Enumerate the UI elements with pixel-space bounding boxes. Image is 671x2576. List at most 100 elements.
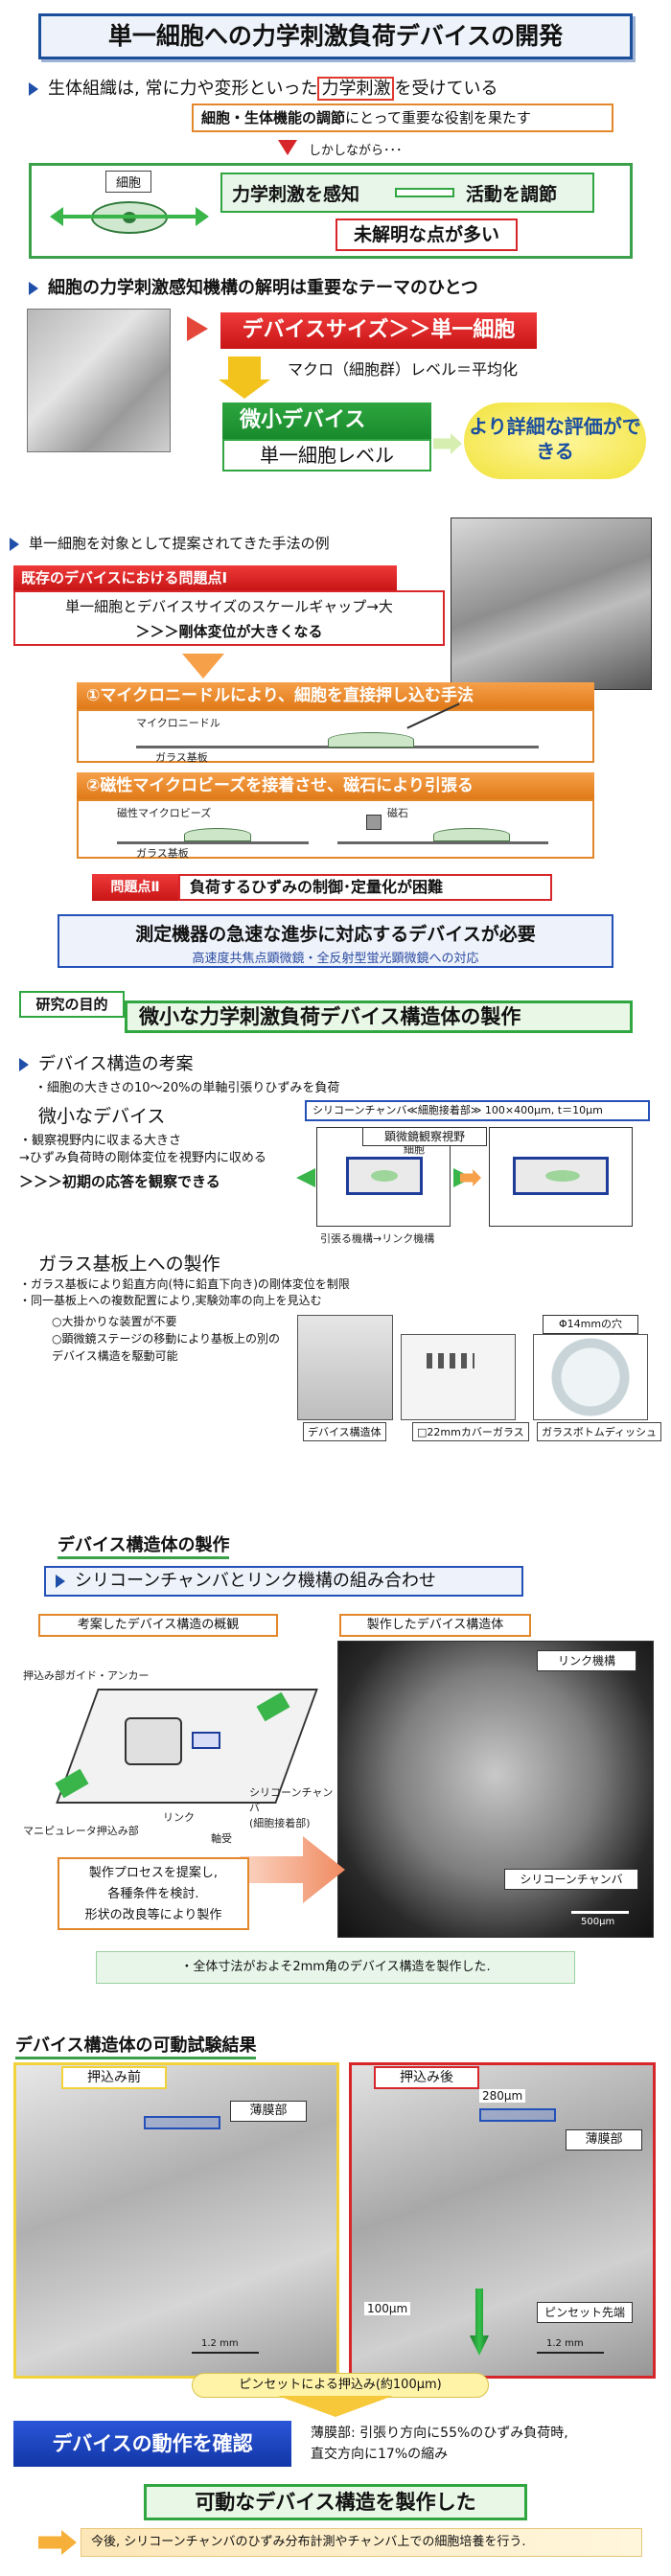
micro-points: ・観察視野内に収まる大きさ →ひずみ負荷時の剛体変位を視野内に収める ＞＞＞初期… [19,1134,266,1190]
arrow-right-icon [38,2530,77,2555]
need-box: 測定機器の急速な進歩に対応するデバイスが必要 高速度共焦点顕微鏡・全反射型蛍光顕… [58,914,613,968]
page-title: 単一細胞への力学刺激負荷デバイスの開発 [38,13,633,59]
cell-icon [433,828,510,841]
bullet-icon [10,537,19,551]
arrow-right-icon [433,433,462,454]
fab-summary: ・全体寸法がおよそ2mm角のデバイス構造を製作した. [96,1951,575,1984]
scale-label: 500μm [581,1917,615,1927]
detailed-eval-badge: より詳細な評価ができる [464,402,646,479]
sem-image [337,1641,654,1938]
magnet-icon [366,815,382,830]
glass-merits: ○大掛かりな装置が不要 ○顕微鏡ステージの移動により基板上の別のデバイス構造を駆… [52,1315,280,1363]
test-head: デバイス構造体の可動試験結果 [15,2032,257,2059]
arrow-left-icon [50,207,63,226]
membrane-icon [479,2108,556,2122]
bullet-icon [29,282,38,295]
chamber-caption: シリコーンチャンバ≪細胞接着部≫ 100×400μm, t＝10μm [305,1100,650,1121]
tweezer-label: ピンセット先端 [537,2302,633,2323]
down-arrow-icon [228,356,261,381]
method2-diagram: 磁性マイクロビーズ ガラス基板 磁石 [77,799,594,860]
arrow-left-icon [296,1168,315,1187]
combo-box: シリコーンチャンバとリンク機構の組み合わせ [44,1566,523,1597]
strain-arrow-icon [58,215,201,218]
cell-icon [184,828,251,841]
micro-device-banner: 微小デバイス [222,402,431,439]
bullet-icon [56,1575,65,1588]
apparatus-photo [451,518,652,690]
purpose-tag: 研究の目的 [19,991,125,1018]
intro-bullet: 生体組織は, 常に力や変形といった力学刺激を受けている [29,75,642,101]
regulate-text: 活動を調節 [466,184,558,205]
membrane-icon [144,2116,220,2129]
cover-glass-image [401,1334,516,1420]
link-label: 引張る機構→リンク機構 [320,1232,435,1245]
bullet-icon [19,1058,29,1071]
cell-icon [371,1170,398,1182]
confirm-banner: デバイスの動作を確認 [13,2421,291,2467]
scale2-label: 1.2 mm [546,2338,584,2349]
glass-substrate-icon [337,841,548,844]
after-label: 押込み後 [374,2066,479,2089]
device-size-banner: デバイスサイズ＞＞単一細胞 [220,312,537,349]
fab-head: デバイス構造体の製作 [58,1531,230,1559]
concept-diagram: 押込み部ガイド・アンカー マニピュレータ押込み部 リンク 軸受 シリコーンチャン… [19,1641,336,1852]
single-level-box: 単一細胞レベル [222,439,431,472]
method2-banner: ②磁性マイクロビーズを接着させ、磁石により引張る [77,772,594,799]
method1-diagram: マイクロニードル ガラス基板 [77,702,594,764]
problem2-box: 負荷するひずみの制御･定量化が困難 [178,874,552,901]
hole-label: Φ14mmの穴 [543,1315,638,1334]
scale-bar [537,2352,604,2354]
future-note: 今後, シリコーンチャンバのひずみ分布計測やチャンバ上での細胞培養を行う. [81,2528,642,2557]
problem1-banner: 既存のデバイスにおける問題点Ⅰ [13,565,397,590]
glass-points: ・ガラス基板により鉛直方向(特に鉛直下向き)の剛体変位を制限 ・同一基板上への複… [19,1277,350,1307]
cell-culture-photo [27,309,171,452]
method1-banner: ①マイクロニードルにより、細胞を直接押し込む手法 [77,682,594,709]
d280-label: 280μm [479,2089,526,2103]
micro-head: 微小なデバイス [38,1106,166,1127]
cell-label: 細胞 [105,171,152,193]
membrane1-label: 薄膜部 [230,2101,307,2122]
down-arrow-icon [278,140,297,155]
methods-bullet: 単一細胞を対象として提案されてきた手法の例 [10,533,330,553]
glass-head: ガラス基板上への製作 [38,1254,220,1275]
design-sub: ・細胞の大きさの10～20%の単軸引張りひずみを負荷 [35,1081,340,1095]
arrow-right-icon [196,207,209,226]
link-mech-label: リンク機構 [537,1650,636,1671]
view-diagram-right [489,1127,633,1227]
process-box: 製作プロセスを提案し, 各種条件を検討. 形状の改良等により製作 [58,1857,249,1930]
purpose-title: 微小な力学刺激負荷デバイス構造体の製作 [125,1000,633,1033]
left-caption: 考案したデバイス構造の概観 [38,1614,278,1637]
scale-bar [192,2352,259,2354]
after-image [349,2062,656,2379]
view-label: 顕微鏡観察視野 [362,1127,487,1146]
down-arrow-head-icon [219,380,270,399]
bullet-icon [29,82,38,96]
design-bullet: デバイス構造の考案 [19,1050,193,1075]
arrow-right-icon [460,1169,481,1186]
cell-icon [545,1170,580,1182]
cover-caption: □22mmカバーガラス [412,1422,529,1441]
before-label: 押込み前 [61,2066,167,2089]
made-banner: 可動なデバイス構造を製作した [144,2484,527,2520]
gap-box: 単一細胞とデバイスサイズのスケールギャップ→大 ＞＞＞剛体変位が大きくなる [13,590,445,646]
down-arrow-icon [278,2396,393,2417]
membrane2-label: 薄膜部 [566,2129,642,2150]
struct-caption: デバイス構造体 [303,1422,386,1441]
down-arrow-icon [182,654,224,678]
macro-text: マクロ（細胞群）レベル＝平均化 [288,360,519,379]
device-array-icon [427,1353,474,1368]
link-icon [125,1717,182,1765]
chamber-icon [192,1732,220,1749]
theme-bullet: 細胞の力学刺激感知機構の解明は重要なテーマのひとつ [29,274,642,299]
sense-text: 力学刺激を感知 [232,184,360,205]
unknown-box: 未解明な点が多い [336,218,518,251]
glass-substrate-icon [117,841,309,844]
arrow-right-icon [395,188,454,197]
however-text: しかしながら･･･ [309,144,403,158]
problem2-tag: 問題点Ⅱ [92,874,178,901]
dish-caption: ガラスボトムディッシュ [537,1422,662,1441]
glass-dish-image [533,1334,648,1420]
scale1-label: 1.2 mm [201,2338,239,2349]
cell-icon [328,732,414,748]
device-struct-image [297,1315,393,1420]
